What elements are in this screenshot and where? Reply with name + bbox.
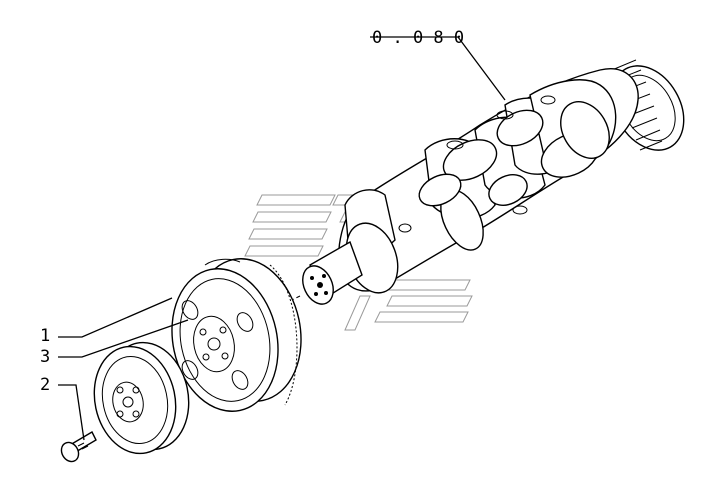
- callout-pulley: 1: [40, 326, 50, 346]
- crankshaft-front-nose: [302, 240, 363, 305]
- callout-assembly-ref: 0 . 0 8 0: [372, 28, 464, 48]
- pulley: [171, 258, 302, 412]
- crankshaft: [302, 59, 685, 305]
- leader-lines: [58, 36, 506, 441]
- bolt: [60, 431, 97, 463]
- damper: [93, 341, 190, 455]
- callout-damper: 3: [40, 347, 50, 367]
- crankshaft-journals: [398, 95, 556, 233]
- callout-bolt: 2: [40, 375, 50, 395]
